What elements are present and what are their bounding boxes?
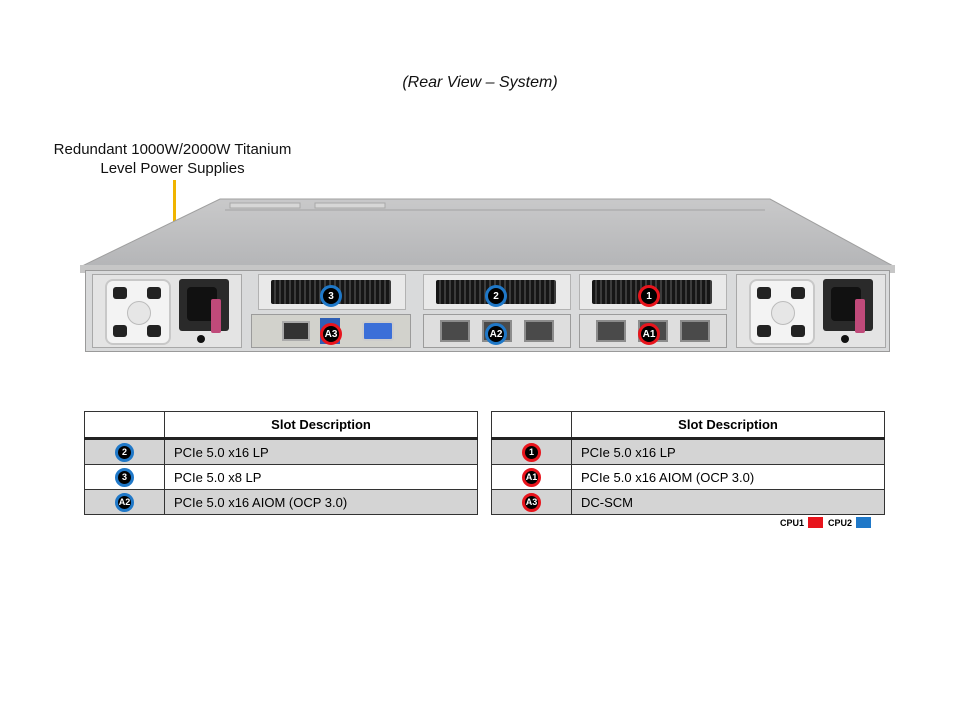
table-header-description: Slot Description [164,411,478,440]
rear-panel [85,270,890,352]
psu-led [197,335,205,343]
slot-3-bay [258,274,406,310]
slot-badge: A3 [522,492,541,512]
psu-callout-line1: Redundant 1000W/2000W Titanium [53,141,292,158]
legend-cpu1-label: CPU1 [780,517,805,528]
slot-description: PCIe 5.0 x16 AIOM (OCP 3.0) [571,464,885,490]
psu-release-handle[interactable] [855,299,865,333]
slot-description: PCIe 5.0 x16 AIOM (OCP 3.0) [164,489,478,515]
slot-badge: 2 [115,442,134,462]
ethernet-port-icon [282,321,310,341]
table-row: A3 DC-SCM [491,489,885,515]
slot-description: PCIe 5.0 x16 LP [571,438,885,465]
server-rear-view: 3 2 1 A3 A2 A1 [80,195,895,360]
psu-callout: Redundant 1000W/2000W Titanium Level Pow… [40,140,305,178]
psu-led [841,335,849,343]
aiom-a2-badge: A2 [485,323,507,345]
slot-badge: 1 [522,442,541,462]
psu-release-handle[interactable] [211,299,221,333]
psu-callout-line2: Level Power Supplies [100,160,245,177]
slot-1-badge: 1 [638,285,660,307]
power-supply-right [736,274,886,348]
table-row: 2 PCIe 5.0 x16 LP [84,438,478,465]
aiom-a1-badge: A1 [638,323,660,345]
table-row: A1 PCIe 5.0 x16 AIOM (OCP 3.0) [491,464,885,490]
table-header-id [84,411,165,440]
power-inlet-icon [179,279,229,331]
table-row: 1 PCIe 5.0 x16 LP [491,438,885,465]
legend-cpu2-swatch [856,517,872,528]
view-title: (Rear View – System) [402,74,558,91]
table-header-description: Slot Description [571,411,885,440]
slot-badge: A1 [522,467,541,487]
slot-table-cpu1: Slot Description 1 PCIe 5.0 x16 LP A1 PC… [491,411,885,515]
slot-badge: A2 [115,492,134,512]
slot-table-cpu2: Slot Description 2 PCIe 5.0 x16 LP 3 PCI… [84,411,478,515]
cpu-legend: CPU1 CPU2 [780,517,876,528]
legend-cpu2-label: CPU2 [828,517,853,528]
aiom-a3-badge: A3 [320,323,342,345]
legend-cpu1-swatch [808,517,824,528]
slot-3-badge: 3 [320,285,342,307]
psu-fan-icon [105,279,171,345]
chassis-top [80,198,895,273]
table-header-id [491,411,572,440]
slot-description: PCIe 5.0 x8 LP [164,464,478,490]
slot-2-badge: 2 [485,285,507,307]
table-row: 3 PCIe 5.0 x8 LP [84,464,478,490]
power-inlet-icon [823,279,873,331]
slot-description: DC-SCM [571,489,885,515]
psu-fan-icon [749,279,815,345]
slot-badge: 3 [115,467,134,487]
table-row: A2 PCIe 5.0 x16 AIOM (OCP 3.0) [84,489,478,515]
slot-description: PCIe 5.0 x16 LP [164,438,478,465]
vga-port-icon [362,321,394,341]
power-supply-left [92,274,242,348]
